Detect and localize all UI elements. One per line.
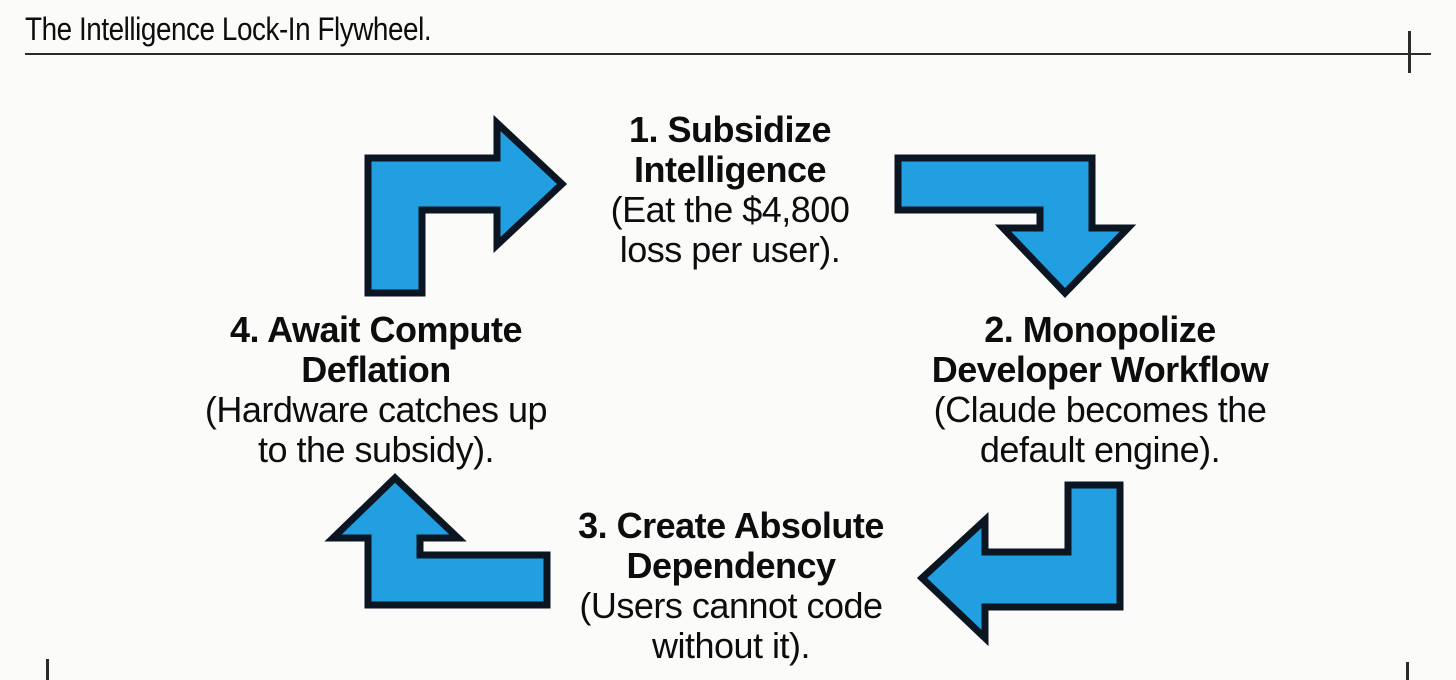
elbow-arrow-step1-to-step2 bbox=[894, 154, 1137, 299]
step-heading-line: 4. Await Compute bbox=[229, 309, 523, 350]
step-detail-line: (Claude becomes the bbox=[933, 389, 1267, 430]
step-heading-line: 3. Create Absolute bbox=[578, 505, 884, 546]
step-node-await-compute-deflation: 4. Await Compute Deflation (Hardware cat… bbox=[166, 310, 586, 470]
page-title: The Intelligence Lock-In Flywheel. bbox=[25, 11, 432, 47]
step-detail-line: (Hardware catches up bbox=[204, 389, 548, 430]
step-detail-line: without it). bbox=[651, 625, 811, 666]
crop-mark-top-right bbox=[1408, 31, 1411, 73]
step-detail-line: (Users cannot code bbox=[579, 585, 883, 626]
step-heading-line: Deflation bbox=[301, 349, 451, 390]
step-node-monopolize-developer-workflow: 2. Monopolize Developer Workflow (Claude… bbox=[893, 310, 1307, 470]
step-heading-line: Developer Workflow bbox=[931, 349, 1269, 390]
step-detail-line: default engine). bbox=[979, 429, 1221, 470]
step-detail-line: (Eat the $4,800 bbox=[610, 189, 850, 230]
step-node-create-absolute-dependency: 3. Create Absolute Dependency (Users can… bbox=[526, 506, 936, 666]
step-detail-line: loss per user). bbox=[619, 229, 841, 270]
crop-mark-bottom-right bbox=[1406, 662, 1409, 680]
step-heading-line: 1. Subsidize bbox=[628, 109, 832, 150]
crop-mark-bottom-left bbox=[46, 659, 49, 680]
step-node-subsidize-intelligence: 1. Subsidize Intelligence (Eat the $4,80… bbox=[533, 110, 927, 270]
title-rule bbox=[25, 53, 1431, 55]
step-heading-line: Dependency bbox=[626, 545, 836, 586]
step-heading-line: Intelligence bbox=[633, 149, 827, 190]
elbow-arrow-step4-to-step1 bbox=[364, 114, 568, 297]
elbow-arrow-step2-to-step3 bbox=[916, 481, 1124, 647]
elbow-arrow-step3-to-step4 bbox=[324, 473, 551, 609]
step-detail-line: to the subsidy). bbox=[257, 429, 495, 470]
step-heading-line: 2. Monopolize bbox=[984, 309, 1216, 350]
